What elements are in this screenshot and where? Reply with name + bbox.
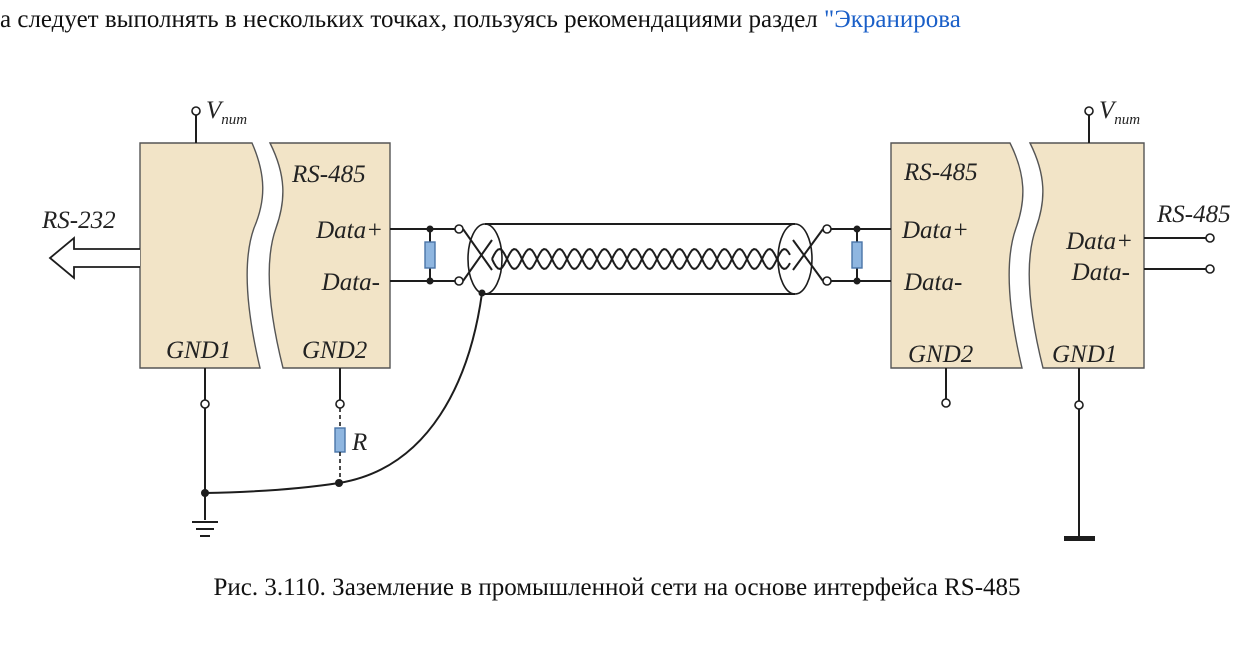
rs232-label: RS-232 xyxy=(41,207,116,234)
right-data-minus-label: Data- xyxy=(903,269,962,296)
left-data-minus-label: Data- xyxy=(321,269,380,296)
rs485-grounding-diagram: Vnum RS-232 RS-485 Data+ Data- GND1 GND2 xyxy=(41,97,1231,541)
left-vnum-label: Vnum xyxy=(206,97,247,128)
left-data-plus-label: Data+ xyxy=(315,217,383,244)
right-rs485-title: RS-485 xyxy=(903,159,978,186)
top-text: а следует выполнять в нескольких точках,… xyxy=(0,6,825,33)
right-out-data-minus-label: Data- xyxy=(1071,259,1130,286)
left-gnd2-terminal xyxy=(335,399,345,409)
right-data-plus-terminal xyxy=(822,224,832,234)
right-out-data-minus-terminal xyxy=(1205,264,1215,274)
right-data-plus-label: Data+ xyxy=(901,217,969,244)
rs232-arrow xyxy=(48,236,140,280)
left-gnd1-terminal xyxy=(200,399,210,409)
right-gnd2-label: GND2 xyxy=(908,341,973,368)
figure-caption: Рис. 3.110. Заземление в промышленной се… xyxy=(213,574,1021,601)
right-out-data-plus-terminal xyxy=(1205,233,1215,243)
earth-ground-icon xyxy=(192,521,218,537)
right-termination-resistor xyxy=(851,241,863,269)
left-data-plus-terminal xyxy=(454,224,464,234)
right-vnum-label: Vnum xyxy=(1099,97,1140,128)
shielded-twisted-pair-cable xyxy=(467,223,813,295)
right-out-data-plus-label: Data+ xyxy=(1065,228,1133,255)
right-gnd2-terminal xyxy=(941,398,951,408)
left-gnd1-label: GND1 xyxy=(166,337,231,364)
right-rs485-block xyxy=(890,142,1024,369)
right-gnd1-terminal xyxy=(1074,400,1084,410)
left-rs485-title: RS-485 xyxy=(291,161,366,188)
left-gnd2-label: GND2 xyxy=(302,337,367,364)
right-gnd1-block xyxy=(1028,142,1145,369)
left-termination-resistor xyxy=(424,241,436,269)
right-gnd1-label: GND1 xyxy=(1052,341,1117,368)
left-vnum-terminal xyxy=(191,106,201,116)
right-rs485-out-label: RS-485 xyxy=(1156,201,1231,228)
right-data-minus-terminal xyxy=(822,276,832,286)
ground-resistor-r xyxy=(334,427,346,453)
resistor-r-label: R xyxy=(351,429,367,456)
left-data-minus-terminal xyxy=(454,276,464,286)
left-rs485-block xyxy=(268,142,391,369)
chassis-ground-icon xyxy=(1064,536,1095,541)
section-link[interactable]: "Экранирова xyxy=(824,6,961,33)
right-vnum-terminal xyxy=(1084,106,1094,116)
top-text-line: а следует выполнять в нескольких точках,… xyxy=(0,6,1234,34)
left-gnd1-block xyxy=(139,142,264,369)
